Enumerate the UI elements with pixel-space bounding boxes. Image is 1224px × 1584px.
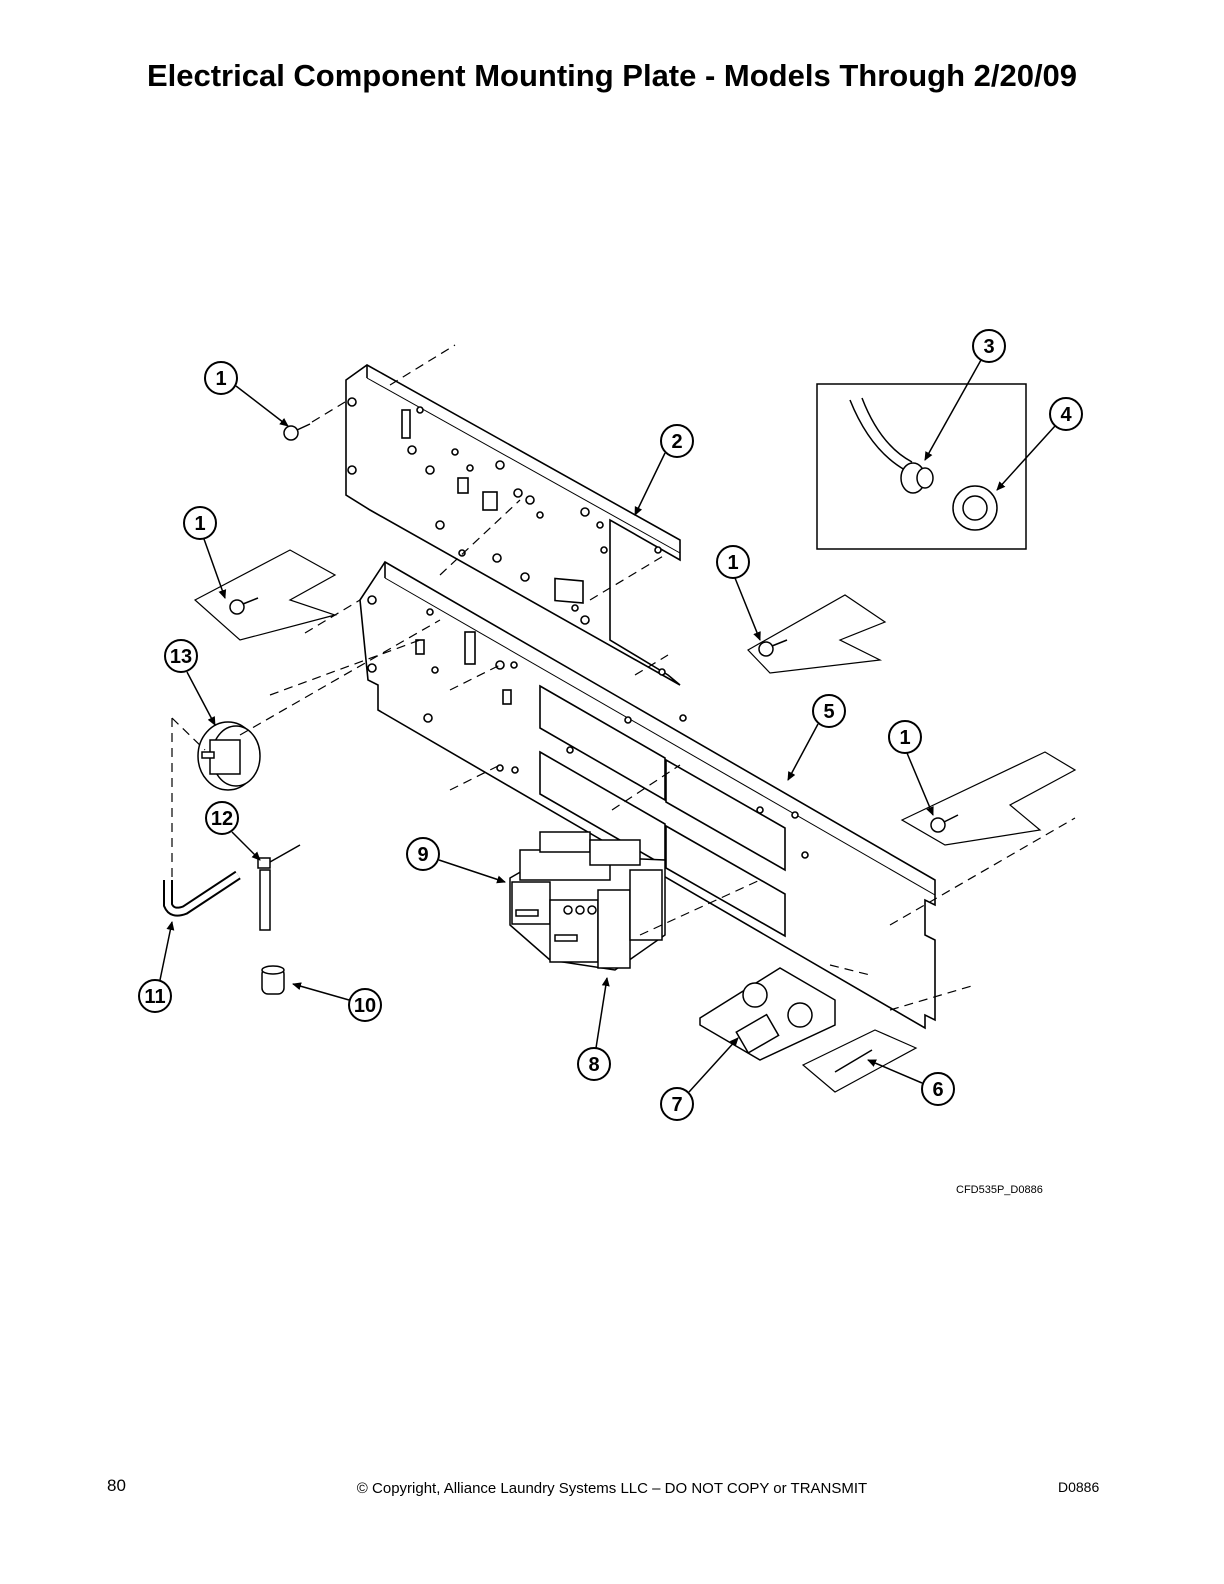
- inset-detail: [816, 383, 1027, 550]
- callout-circle-8: [577, 1047, 611, 1081]
- upper-mounting-plate: [345, 364, 681, 686]
- callout-circle-1c: [716, 545, 750, 579]
- callout-circle-4: [1049, 397, 1083, 431]
- callout-circle-12: [205, 801, 239, 835]
- callout-label-3: 3: [983, 336, 994, 358]
- callout-label-1b: 1: [194, 513, 205, 535]
- callout-circle-5: [812, 694, 846, 728]
- callout-circle-6: [921, 1072, 955, 1106]
- callout-label-5: 5: [823, 701, 834, 723]
- pressure-switch: [197, 721, 261, 791]
- callout-label-10: 10: [354, 995, 376, 1017]
- copyright-notice: © Copyright, Alliance Laundry Systems LL…: [356, 1480, 868, 1497]
- page-number: 80: [107, 1476, 126, 1495]
- callout-circle-7: [660, 1087, 694, 1121]
- tubing-and-fittings: [163, 844, 301, 995]
- callout-label-13: 13: [170, 646, 192, 668]
- callout-label-6: 6: [932, 1079, 943, 1101]
- callout-label-2: 2: [671, 431, 682, 453]
- screw-detail-boxes: [193, 549, 1077, 1093]
- callout-circle-9: [406, 837, 440, 871]
- callout-circle-1b: [183, 506, 217, 540]
- callout-circles: [138, 329, 1083, 1121]
- bracket: [699, 967, 836, 1061]
- callout-circle-2: [660, 424, 694, 458]
- callout-label-4: 4: [1060, 404, 1072, 426]
- callout-label-12: 12: [211, 808, 233, 830]
- document-code: D0886: [1058, 1479, 1100, 1495]
- contactor-assembly: [509, 831, 666, 971]
- callout-circle-1a: [204, 361, 238, 395]
- figure-id: CFD535P_D0886: [956, 1184, 1043, 1196]
- callout-circle-1d: [888, 720, 922, 754]
- leader-arrows: [159, 359, 1056, 1093]
- callout-label-1d: 1: [899, 727, 910, 749]
- callout-label-1a: 1: [215, 368, 226, 390]
- screws: [229, 423, 959, 1073]
- callout-labels: 1 1 1 1 2 3 4 5 6 7 8 9 10 11 12 13: [144, 336, 1072, 1116]
- callout-circle-10: [348, 988, 382, 1022]
- dashed-assembly-lines: [171, 344, 1076, 1011]
- page-title: Electrical Component Mounting Plate - Mo…: [146, 58, 1078, 93]
- callout-label-9: 9: [417, 844, 428, 866]
- callout-circle-3: [972, 329, 1006, 363]
- callout-label-7: 7: [671, 1094, 682, 1116]
- callout-label-1c: 1: [727, 552, 738, 574]
- callout-label-8: 8: [588, 1054, 599, 1076]
- callout-label-11: 11: [144, 986, 165, 1008]
- callout-circle-11: [138, 979, 172, 1013]
- lower-mounting-plate: [359, 560, 936, 1030]
- callout-circle-13: [164, 639, 198, 673]
